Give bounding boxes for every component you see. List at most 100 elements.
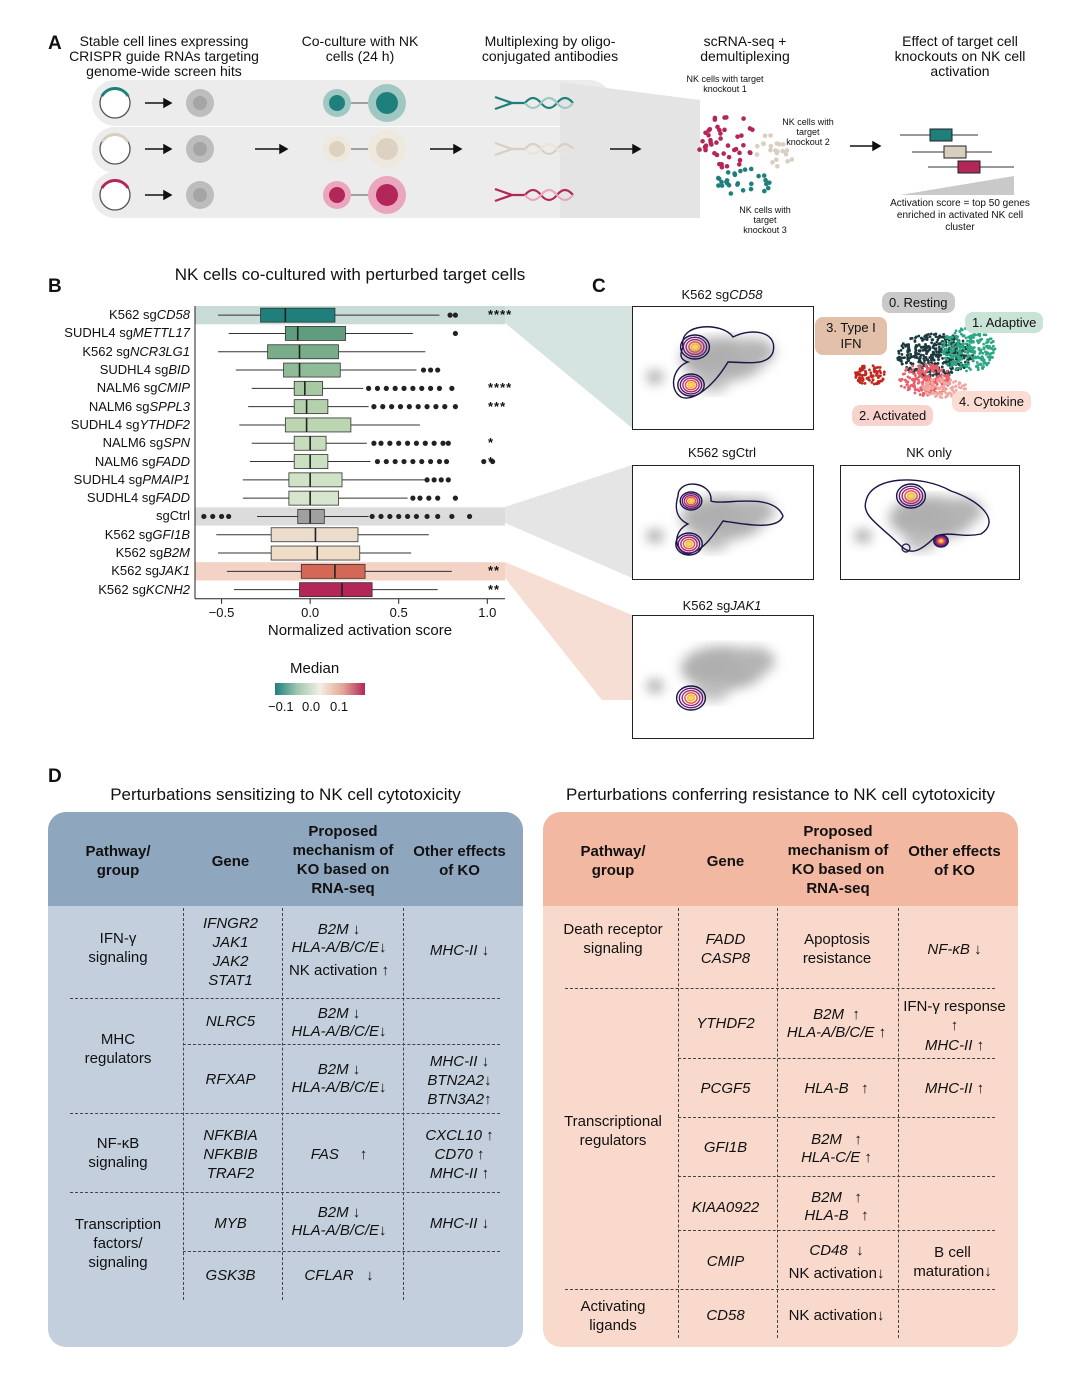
right-table-title: Perturbations conferring resistance to N… (566, 785, 995, 804)
outlier-point (374, 458, 381, 465)
outlier-point (415, 404, 421, 410)
outlier-point (226, 513, 232, 520)
outlier-point (371, 440, 377, 446)
umap-cd58-title: K562 sgCD58 (681, 287, 763, 302)
gene-nfkbib: NFKBIB (203, 1146, 258, 1163)
mech-nlrc5-hla: HLA-A/B/C/E↓ (291, 1023, 387, 1040)
cluster-ifn-label: 3. Type I IFN (815, 317, 887, 355)
gene-fadd: FADD (705, 931, 746, 948)
outlier-point (396, 513, 402, 520)
row-label: NALM6 sgSPPL3 (88, 398, 190, 414)
mech-b2m: B2M ↓ (317, 921, 361, 938)
ko1-label: NK cells with target knockout 1 (686, 74, 764, 94)
legend-tick-pos: 0.1 (330, 699, 349, 714)
header-other-r: Other effects of KO (908, 843, 1001, 879)
other-nfkb: NF-κB ↓ (927, 941, 982, 958)
mech-gfi1b-b2m: B2M ↑ (811, 1131, 862, 1148)
x-tick-label: 0.0 (301, 604, 320, 620)
row-label: SUDHL4 sgPMAIP1 (73, 471, 190, 487)
gene-myb: MYB (214, 1215, 247, 1232)
header-gene: Gene (211, 853, 250, 870)
activation-score-boxes (900, 128, 1014, 195)
outlier-point (419, 385, 425, 391)
box (267, 344, 339, 360)
outlier-point (452, 330, 458, 337)
gene-rfxap: RFXAP (205, 1071, 256, 1088)
group-death-receptor: Death receptor signaling (563, 921, 663, 957)
group-transcriptional: Transcriptional regulators (564, 1113, 662, 1149)
group-activating-ligands: Activating ligands (580, 1298, 646, 1334)
median-colorbar (275, 683, 365, 695)
group-tf: Transcription factors/ signaling (74, 1216, 162, 1271)
row-label: K562 sgGFI1B (104, 526, 190, 542)
box (293, 380, 323, 396)
outlier-point (419, 458, 425, 465)
outlier-point (490, 458, 496, 465)
resistance-table-header (543, 812, 1018, 906)
step-arrows (145, 97, 882, 201)
outlier-point (424, 477, 430, 483)
mech-hla: HLA-A/B/C/E↓ (291, 939, 387, 956)
outlier-point (404, 513, 411, 520)
row-label: SUDHL4 sgFADD (86, 490, 190, 506)
outlier-point (443, 458, 450, 465)
wedge-cd58 (505, 306, 632, 428)
outlier-point (442, 404, 448, 410)
umap-ctrl (632, 465, 814, 580)
outlier-point (440, 440, 446, 446)
mech-cmip-nk-activation: NK activation↓ (788, 1265, 885, 1282)
outlier-point (410, 385, 416, 391)
gene-nlrc5: NLRC5 (205, 1013, 256, 1030)
outlier-point (392, 385, 398, 391)
box (293, 399, 329, 415)
other-btn3a2: BTN3A2↑ (427, 1091, 492, 1108)
row-label: SUDHL4 sgMETTL17 (64, 325, 190, 341)
box (300, 563, 366, 579)
panel-d-letter: D (48, 766, 62, 787)
mech-cd48: CD48 ↓ (809, 1242, 864, 1259)
outlier-point (413, 513, 420, 520)
gene-ifngr2: IFNGR2 (202, 915, 258, 932)
outlier-point (433, 404, 439, 410)
cluster-resting-label: 0. Resting (882, 292, 955, 313)
significance-label: **** (488, 380, 513, 396)
target-cell-icons (186, 89, 214, 209)
x-tick-label: −0.5 (208, 604, 235, 620)
mech-myb-hla: HLA-A/B/C/E↓ (291, 1222, 387, 1239)
outlier-point (401, 458, 407, 465)
header-mechanism-r: Proposed mechanism of KO based on RNA-se… (787, 823, 889, 897)
outlier-point (424, 513, 430, 520)
gene-casp8: CASP8 (700, 950, 751, 967)
outlier-point (435, 367, 441, 373)
step-4-caption: scRNA-seq + demultiplexing (700, 33, 790, 64)
header-mechanism: Proposed mechanism of KO based on RNA-se… (292, 823, 394, 897)
cluster-cytokine-label: 4. Cytokine (952, 391, 1032, 412)
panel-a-letter: A (48, 33, 62, 54)
box (270, 545, 361, 561)
outlier-point (452, 404, 458, 410)
outlier-point (404, 440, 411, 446)
significance-label: *** (488, 398, 507, 414)
box (284, 326, 346, 341)
outlier-point (447, 312, 453, 318)
mech-myb-b2m: B2M ↓ (317, 1204, 361, 1221)
box (299, 582, 373, 598)
outlier-point (438, 477, 444, 483)
legend-tick-neg: −0.1 (268, 699, 294, 714)
gene-cmip: CMIP (706, 1253, 745, 1270)
outlier-point (417, 495, 423, 501)
box (284, 417, 352, 433)
group-ifn: IFN-γ signaling (88, 930, 148, 966)
outlier-point (380, 404, 386, 410)
ko3-label: NK cells with target knockout 3 (739, 205, 791, 235)
outlier-point (445, 440, 451, 446)
resistance-table: Pathway/ group Gene Proposed mechanism o… (543, 812, 1018, 1347)
other-cd70: CD70 ↑ (434, 1146, 485, 1163)
outlier-point (383, 385, 389, 391)
outlier-point (481, 458, 487, 465)
outlier-point (449, 513, 455, 520)
umap-jak1-title: K562 sgJAK1 (682, 598, 762, 613)
outlier-point (369, 513, 375, 520)
mech-ythdf2-b2m: B2M ↑ (813, 1006, 860, 1023)
row-label: NALM6 sgSPN (102, 435, 190, 451)
